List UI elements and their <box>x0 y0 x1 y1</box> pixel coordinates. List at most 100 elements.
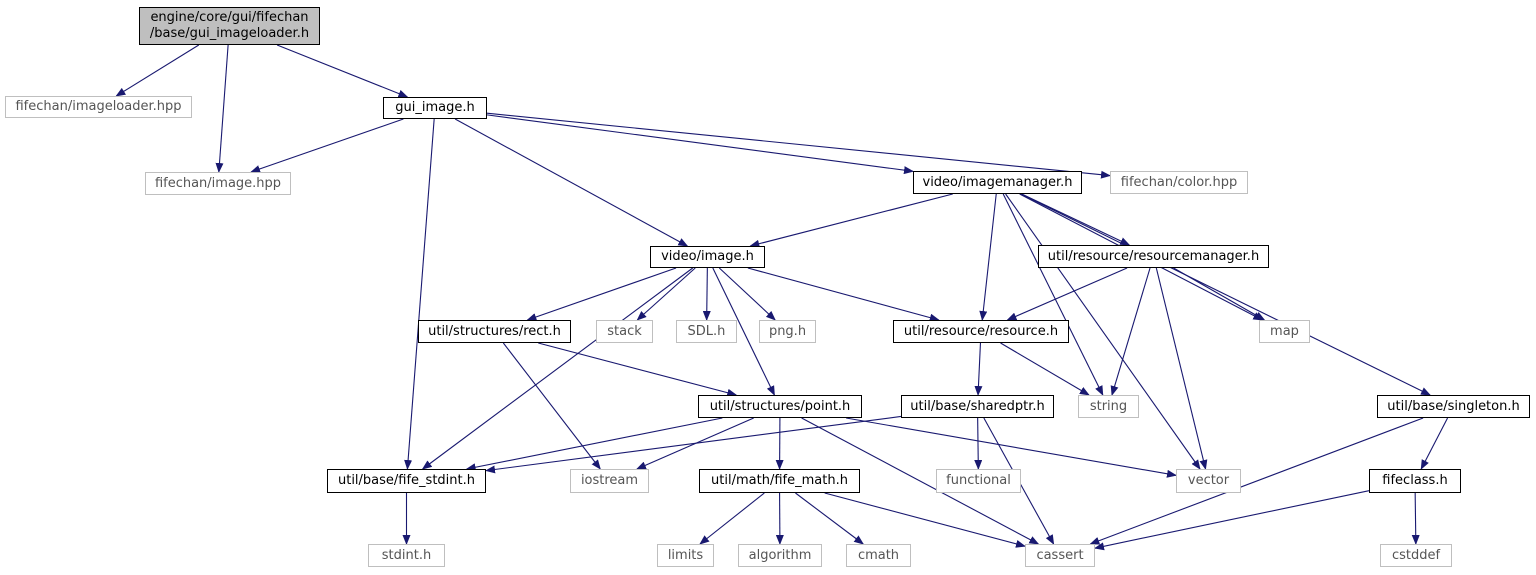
node-label: fifechan/image.hpp <box>154 175 282 191</box>
node-png-h: png.h <box>759 320 816 343</box>
edge-fife_math_h-to-limits <box>699 492 765 545</box>
edge-resourcemanager_h-to-map <box>1173 267 1266 321</box>
node-label: cmath <box>857 547 900 563</box>
node-label: vector <box>1187 473 1230 488</box>
node-label: png.h <box>768 323 807 339</box>
node-label: stdint.h <box>381 547 432 563</box>
edge-resourcemanager_h-to-vector <box>1155 267 1208 470</box>
edge-video_image_h-to-png_h <box>718 267 776 321</box>
edge-rect_h-to-iostream <box>502 342 601 470</box>
node-label: util/base/fife_stdint.h <box>337 473 475 488</box>
node-label: SDL.h <box>687 323 726 339</box>
edge-gui_image_h-to-fife_stdint_h <box>404 118 435 470</box>
node-label: gui_image.h <box>395 100 475 115</box>
node-label: util/structures/point.h <box>709 398 851 414</box>
node-string: string <box>1078 395 1139 418</box>
node-singleton-h: util/base/singleton.h <box>1377 395 1530 418</box>
node-label: fifechan/imageloader.hpp <box>15 99 182 114</box>
node-label: util/base/sharedptr.h <box>910 398 1045 414</box>
node-sdl-h: SDL.h <box>676 320 737 343</box>
node-imagemanager-h: video/imagemanager.h <box>913 171 1082 194</box>
edge-video_image_h-to-resource_h <box>747 267 940 322</box>
edge-sharedptr_h-to-functional <box>974 417 983 470</box>
edge-resourcemanager_h-to-string <box>1110 267 1151 396</box>
node-stdint-h: stdint.h <box>368 544 445 567</box>
node-imageloader-hpp: fifechan/imageloader.hpp <box>5 96 192 118</box>
node-resourcemanager-h: util/resource/resourcemanager.h <box>1038 245 1269 268</box>
node-limits: limits <box>657 544 714 567</box>
edge-sharedptr_h-to-fife_stdint_h <box>485 415 902 474</box>
edge-root-to-image_hpp <box>215 44 229 173</box>
node-functional: functional <box>936 469 1021 493</box>
edge-video_image_h-to-fife_stdint_h <box>421 267 694 470</box>
edge-fifeclass_h-to-cassert <box>1094 490 1370 551</box>
edge-video_image_h-to-point_h <box>712 267 775 396</box>
node-label: util/structures/rect.h <box>428 323 561 339</box>
edge-fife_math_h-to-cmath <box>795 492 865 545</box>
edge-imagemanager_h-to-string <box>1002 193 1104 396</box>
node-label: fifechan/color.hpp <box>1120 174 1238 190</box>
node-label: stack <box>607 323 642 339</box>
edge-gui_image_h-to-color_hpp <box>486 112 1111 179</box>
edge-imagemanager_h-to-vector <box>1005 193 1201 470</box>
node-cassert: cassert <box>1025 544 1095 567</box>
node-label: limits <box>667 547 704 563</box>
edge-video_image_h-to-sdl_h <box>702 267 711 321</box>
edge-video_image_h-to-stack <box>636 267 696 321</box>
node-resource-h: util/resource/resource.h <box>893 320 1069 343</box>
edge-imagemanager_h-to-resourcemanager_h <box>1021 193 1131 246</box>
node-label: map <box>1270 323 1299 339</box>
root-node-line2: /base/gui_imageloader.h <box>149 26 310 41</box>
edge-gui_image_h-to-image_hpp <box>250 118 404 173</box>
node-algorithm: algorithm <box>738 544 822 567</box>
edge-rect_h-to-point_h <box>538 342 738 397</box>
node-label: algorithm <box>748 547 812 563</box>
node-fife-stdint-h: util/base/fife_stdint.h <box>327 469 486 493</box>
node-label: functional <box>946 473 1011 488</box>
edge-gui_image_h-to-video_image_h <box>454 118 689 247</box>
node-label: string <box>1089 398 1128 414</box>
edge-resource_h-to-sharedptr_h <box>974 342 983 396</box>
root-node-line1: engine/core/gui/fifechan <box>150 10 309 25</box>
edge-singleton_h-to-cassert <box>1089 417 1424 545</box>
node-label: video/imagemanager.h <box>922 174 1073 190</box>
edge-root-to-imageloader_hpp <box>115 44 200 97</box>
node-label: iostream <box>580 473 639 488</box>
node-stack: stack <box>596 320 653 343</box>
node-iostream: iostream <box>570 469 649 493</box>
node-label: video/image.h <box>661 249 754 264</box>
edge-video_image_h-to-rect_h <box>526 267 677 321</box>
edge-resource_h-to-string <box>1000 342 1090 396</box>
node-fifeclass-h: fifeclass.h <box>1369 469 1461 493</box>
node-sharedptr-h: util/base/sharedptr.h <box>901 395 1054 418</box>
edge-fifeclass_h-to-cstddef <box>1411 492 1420 545</box>
node-rect-h: util/structures/rect.h <box>418 320 571 343</box>
edge-point_h-to-cassert <box>801 417 1040 545</box>
node-cmath: cmath <box>846 544 911 567</box>
node-fife-math-h: util/math/fife_math.h <box>699 469 860 493</box>
node-label: util/math/fife_math.h <box>711 473 848 488</box>
edge-imagemanager_h-to-singleton_h <box>1020 193 1431 396</box>
node-color-hpp: fifechan/color.hpp <box>1110 171 1248 194</box>
node-label: util/base/singleton.h <box>1387 398 1520 414</box>
edge-resourcemanager_h-to-resource_h <box>1006 267 1128 321</box>
edge-imagemanager_h-to-resource_h <box>979 193 997 321</box>
edge-imagemanager_h-to-video_image_h <box>749 193 953 248</box>
edge-root-to-gui_image_h <box>276 44 409 98</box>
node-label: util/resource/resource.h <box>903 323 1059 339</box>
node-video-image-h: video/image.h <box>650 246 765 268</box>
edge-gui_image_h-to-imagemanager_h <box>486 114 914 175</box>
node-vector: vector <box>1176 469 1241 493</box>
node-gui-image-h: gui_image.h <box>383 97 487 119</box>
edge-fife_math_h-to-cassert <box>824 492 1026 548</box>
edge-singleton_h-to-fifeclass_h <box>1420 417 1449 470</box>
node-label: fifeclass.h <box>1382 473 1448 488</box>
root-node-gui-imageloader: engine/core/gui/fifechan /base/gui_image… <box>139 7 320 45</box>
edge-point_h-to-vector <box>846 417 1177 478</box>
node-label: cassert <box>1036 547 1084 563</box>
node-cstddef: cstddef <box>1380 544 1452 567</box>
node-image-hpp: fifechan/image.hpp <box>145 172 291 195</box>
node-label: cstddef <box>1391 547 1441 563</box>
node-point-h: util/structures/point.h <box>698 395 862 418</box>
